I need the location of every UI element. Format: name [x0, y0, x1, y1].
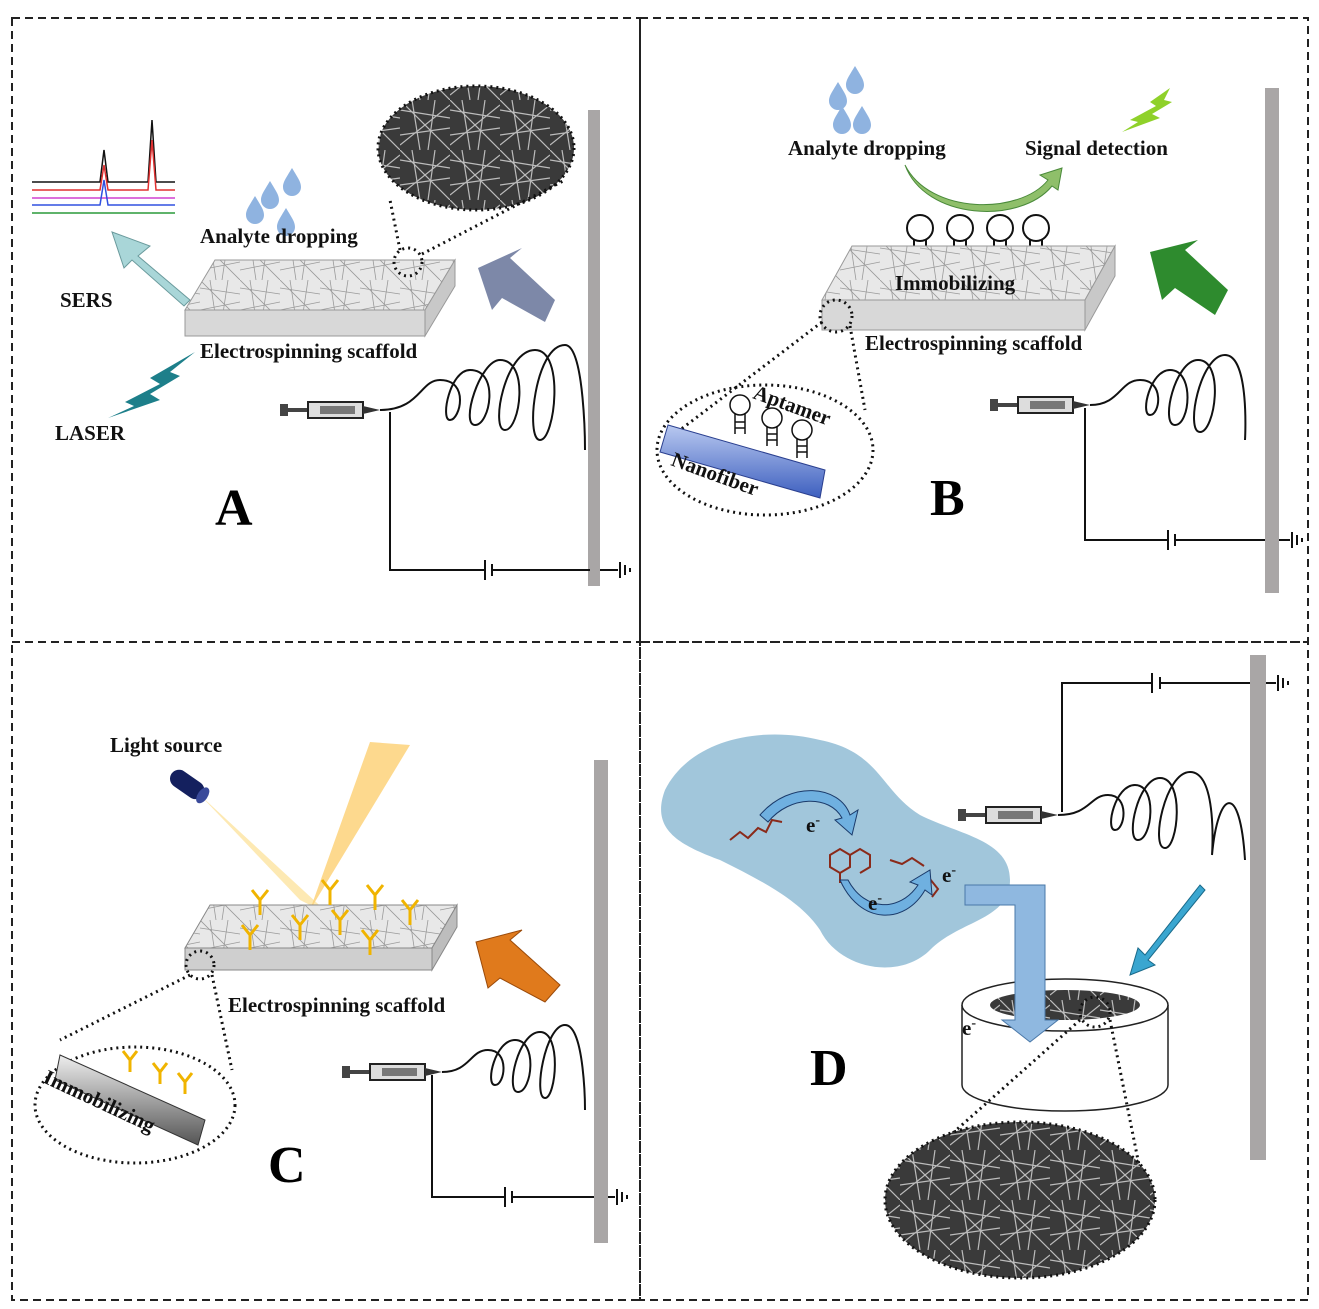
sem-image-zoom [376, 84, 576, 212]
zoom-marker [1078, 995, 1112, 1029]
signal-bolt-icon [1122, 88, 1172, 132]
electron-label: e- [806, 813, 820, 837]
nanofiber-zoom [655, 383, 875, 517]
aptamer-icons [729, 394, 813, 458]
laser-label: LASER [55, 421, 126, 445]
sers-label: SERS [60, 288, 113, 312]
analyte-dropping-label: Analyte dropping [200, 224, 358, 248]
panel-borders [11, 17, 1309, 1301]
panel-b: Analyte dropping Signal detection Immobi… [655, 66, 1303, 593]
nanofiber-zoom [33, 1045, 237, 1165]
ground-icon [1277, 674, 1289, 692]
jet-coil [379, 343, 586, 451]
analyte-drops-icon [829, 66, 871, 134]
flow-arrow [904, 164, 1063, 212]
electron-transfer-arrow [759, 790, 859, 836]
syringe-icon [957, 806, 1059, 824]
syringe-icon [341, 1063, 443, 1081]
battery-icon [484, 560, 493, 580]
electrospinning-scaffold [184, 258, 456, 338]
battery-icon [504, 1187, 513, 1207]
syringe-icon [989, 396, 1091, 414]
panel-letter-a: A [215, 480, 253, 537]
light-source-icon [169, 769, 210, 804]
electron-label: e- [962, 1016, 976, 1040]
electron-label: e- [868, 891, 882, 915]
electron-transfer-arrow [839, 869, 933, 916]
battery-icon [1151, 673, 1161, 693]
zoom-marker [184, 949, 216, 981]
spray-arrow [475, 929, 561, 1003]
nanofiber-icon [659, 424, 826, 499]
spray-arrow [1150, 240, 1228, 315]
scaffold-label: Electrospinning scaffold [200, 339, 418, 363]
sem-image-zoom [883, 1120, 1157, 1280]
zoom-marker [818, 298, 854, 334]
collector-plate [1250, 655, 1266, 1160]
electrospinning-scaffold [821, 244, 1116, 332]
ground-icon [1291, 531, 1303, 549]
panel-letter-b: B [930, 470, 965, 527]
panel-letter-d: D [810, 1040, 848, 1097]
scaffold-label: Electrospinning scaffold [865, 331, 1083, 355]
panel-c: Light source Electrospinning scaffold Im… [33, 733, 628, 1243]
ground-icon [619, 561, 631, 579]
laser-bolt-icon [108, 352, 195, 418]
panel-d: e- e- e- e- D [661, 655, 1289, 1280]
collector-plate [1265, 88, 1279, 593]
collector-plate [594, 760, 608, 1243]
light-source-label: Light source [110, 733, 222, 757]
scaffold-label: Electrospinning scaffold [228, 993, 446, 1017]
electrode-cell [961, 978, 1169, 1112]
battery-icon [1167, 530, 1176, 550]
electrospinning-scaffold [184, 903, 458, 972]
sers-arrow [111, 231, 191, 307]
collector-plate [588, 110, 600, 586]
nanofiber-icon [54, 1054, 206, 1146]
antibodies [240, 879, 420, 955]
zoom-marker [392, 246, 424, 278]
circuit-wire [389, 412, 590, 571]
incident-light-beam [200, 795, 330, 915]
ground-icon [616, 1188, 628, 1206]
panel-letter-c: C [268, 1137, 306, 1194]
spray-arrow [478, 248, 555, 322]
syringe-icon [279, 401, 381, 419]
panel-a: SERS LASER Analyte dropping Electrospinn… [32, 84, 631, 586]
spray-arrow [1129, 884, 1206, 976]
signal-detection-label: Signal detection [1025, 136, 1168, 160]
reflected-light-beam [310, 742, 410, 910]
electron-label: e- [942, 863, 956, 887]
immobilizing-label: Immobilizing [895, 271, 1016, 295]
electron-flow-arrow [964, 884, 1060, 1043]
analyte-dropping-label: Analyte dropping [788, 136, 946, 160]
sers-spectrum [32, 119, 175, 214]
